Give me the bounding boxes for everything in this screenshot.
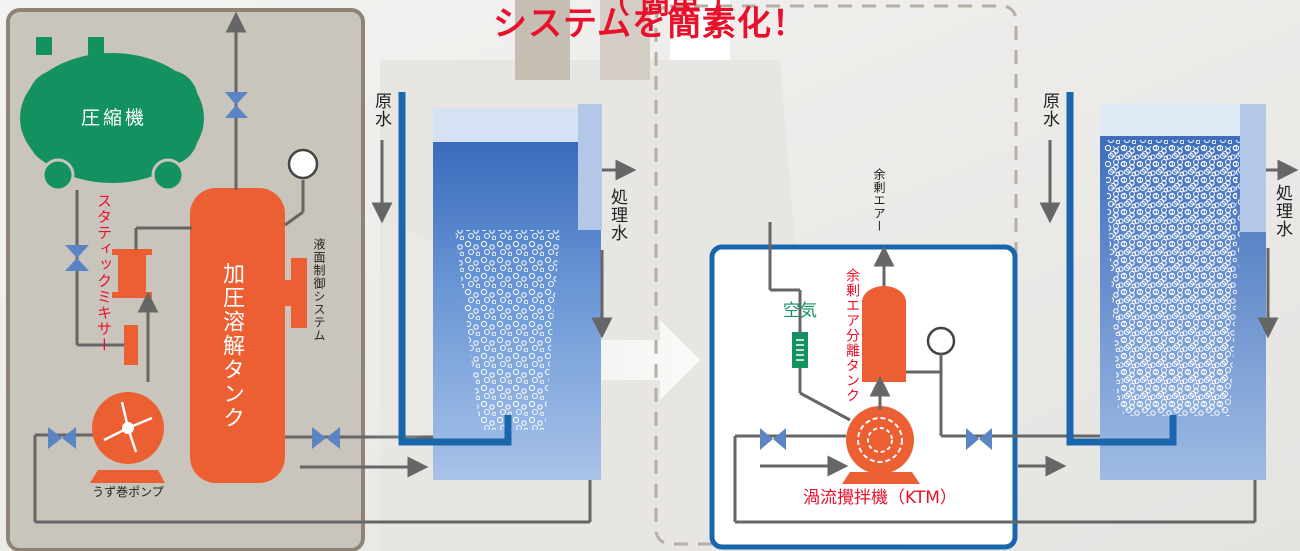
valve-icon <box>65 245 89 271</box>
pump-label: うず巻ポンプ <box>92 485 164 499</box>
ktm-system-box <box>709 244 1018 550</box>
flow-arrow-icon <box>760 140 1299 477</box>
compressor-label: 圧縮機 <box>81 107 147 129</box>
excess-air-tank-label: 余剰エア分離タンク <box>844 268 860 403</box>
headline-partial: （ 簡単 ） <box>599 0 741 21</box>
inlet-pipe-ktm <box>1066 92 1177 446</box>
deco-block <box>600 0 650 80</box>
headline: システムを簡素化！ <box>493 4 807 44</box>
valve-icon <box>312 427 340 449</box>
level-control-unit <box>291 258 307 328</box>
swirl-pump-icon <box>90 392 165 483</box>
ktm-label: 渦流攪拌機（KTM） <box>803 488 957 508</box>
deco-block <box>670 0 730 60</box>
level-control-label: 液面制御システム <box>312 238 326 342</box>
air-label: 空気 <box>783 301 817 321</box>
treated-water-label-left: 処理水 <box>607 188 627 242</box>
pressure-dissolving-tank <box>190 188 285 483</box>
flow-arrow-icon <box>300 140 637 478</box>
treated-water-label-right: 処理水 <box>1272 184 1292 238</box>
ktm-vortex-mixer <box>842 406 920 484</box>
valve-icon <box>225 92 248 118</box>
excess-air-separator-tank <box>862 286 906 382</box>
inlet-pipe-conventional <box>398 92 512 446</box>
compressor <box>20 37 204 192</box>
valve-icon <box>760 428 786 450</box>
raw-water-label-left: 原水 <box>371 92 391 128</box>
excess-air-label: 余剰エアー <box>872 168 886 233</box>
pressure-gauge-icon <box>287 148 319 180</box>
valve-icon <box>966 428 992 450</box>
raw-water-label-right: 原水 <box>1039 92 1059 128</box>
bubble-plume-sparse <box>455 230 560 430</box>
mixer-fitting <box>124 325 138 365</box>
overflow-weir <box>578 104 602 230</box>
pressure-tank-label: 加圧溶解タンク <box>219 262 244 430</box>
flowmeter-scale <box>796 339 804 361</box>
static-mixer <box>118 253 146 295</box>
valve-icon <box>48 427 76 449</box>
static-mixer-label: スタティックミキサー <box>95 193 113 353</box>
deco-block <box>515 0 570 80</box>
pressure-gauge-icon <box>926 326 956 356</box>
overflow-weir <box>1240 104 1266 232</box>
